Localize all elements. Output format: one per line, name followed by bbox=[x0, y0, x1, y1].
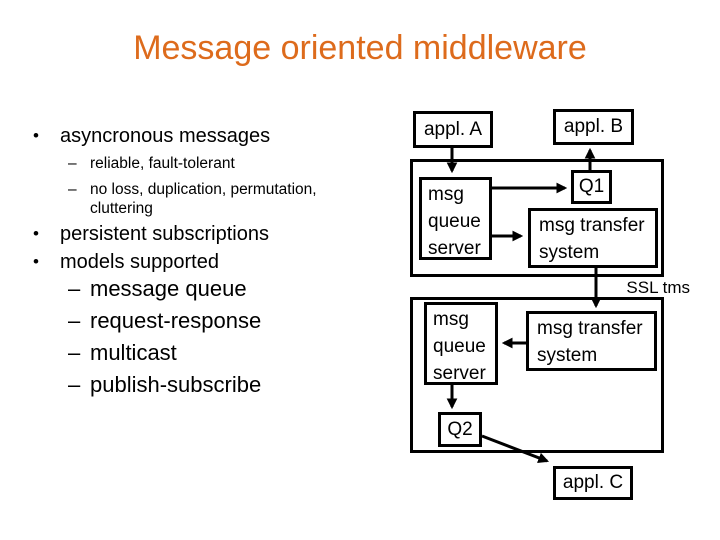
middleware-domain-box-top bbox=[410, 159, 664, 277]
sub-item-label: multicast bbox=[90, 340, 177, 365]
bullet-item-persistent-subscriptions: • persistent subscriptions bbox=[33, 222, 269, 246]
dash-icon: – bbox=[68, 308, 81, 333]
ssl-tms-label: SSL tms bbox=[626, 278, 690, 297]
sub-item-request-response: – request-response bbox=[68, 308, 261, 334]
sub-item-label: no loss, duplication, permutation, clutt… bbox=[90, 181, 317, 217]
sub-item-multicast: – multicast bbox=[68, 340, 177, 366]
bullet-label: asyncronous messages bbox=[60, 125, 271, 147]
q1-box: Q1 bbox=[571, 170, 612, 204]
bullet-label: models supported bbox=[60, 251, 219, 273]
sub-item-label: publish-subscribe bbox=[90, 372, 262, 397]
bullet-item-asyncronous-messages: • asyncronous messages bbox=[33, 124, 270, 148]
sub-item-message-queue: – message queue bbox=[68, 276, 247, 302]
dash-icon: – bbox=[68, 372, 81, 397]
bullet-item-models-supported: • models supported bbox=[33, 250, 219, 274]
sub-item-reliable: – reliable, fault-tolerant bbox=[68, 155, 235, 174]
dash-icon: – bbox=[68, 276, 81, 301]
msg-transfer-system-box-bottom: msg transfer system bbox=[526, 311, 657, 371]
appl-a-box: appl. A bbox=[413, 111, 493, 148]
dash-icon: – bbox=[68, 340, 81, 365]
bullet-icon: • bbox=[33, 126, 39, 145]
dash-icon: – bbox=[68, 181, 77, 198]
sub-item-label: reliable, fault-tolerant bbox=[90, 155, 235, 172]
appl-b-box: appl. B bbox=[553, 109, 634, 145]
bullet-icon: • bbox=[33, 224, 39, 243]
q2-box: Q2 bbox=[438, 412, 482, 447]
appl-c-box: appl. C bbox=[553, 466, 633, 500]
sub-item-label: request-response bbox=[90, 308, 262, 333]
sub-item-no-loss: – no loss, duplication, permutation, clu… bbox=[68, 181, 362, 218]
sub-item-publish-subscribe: – publish-subscribe bbox=[68, 372, 261, 398]
bullet-icon: • bbox=[33, 252, 39, 271]
page-title: Message oriented middleware bbox=[133, 29, 587, 67]
msg-transfer-system-box-top: msg transfer system bbox=[528, 208, 658, 268]
msg-queue-server-box-top: msg queue server bbox=[419, 177, 492, 260]
msg-queue-server-box-bottom: msg queue server bbox=[424, 302, 498, 385]
sub-item-label: message queue bbox=[90, 276, 247, 301]
bullet-label: persistent subscriptions bbox=[60, 223, 269, 245]
dash-icon: – bbox=[68, 155, 77, 172]
